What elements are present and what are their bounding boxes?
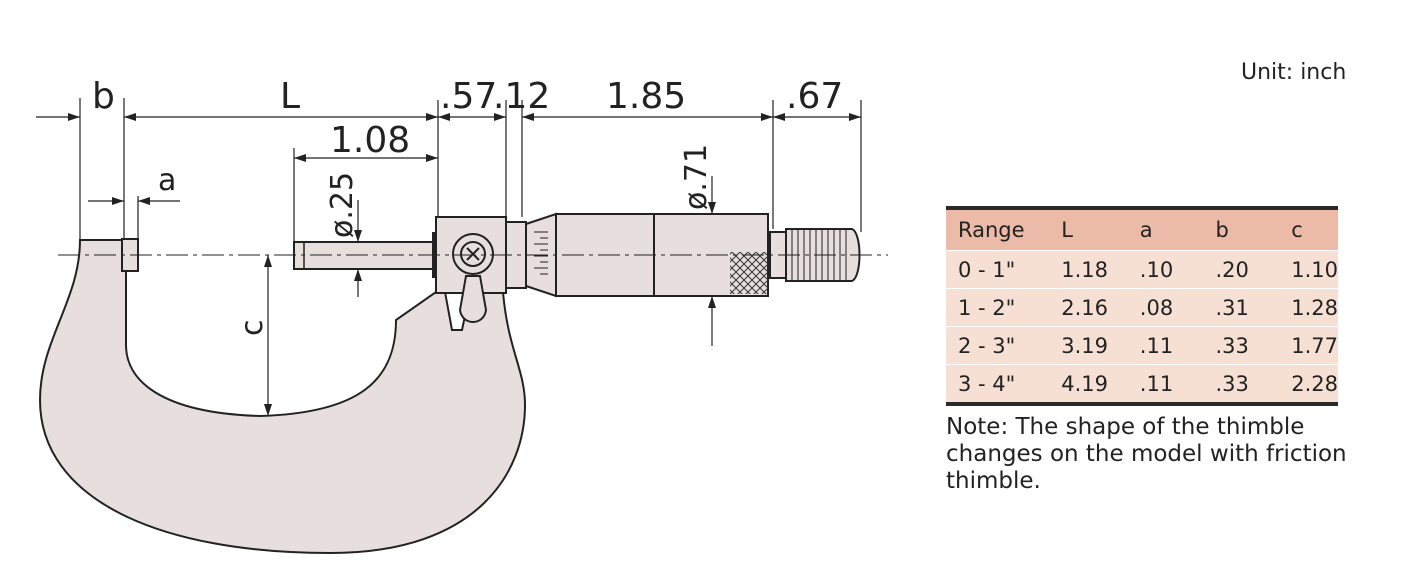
table-row: 1 - 2" 2.16 .08 .31 1.28	[946, 288, 1338, 327]
micrometer-diagram: b L .57 .12 1.85 .67 1.08 a ø.25 ø.71 c	[36, 76, 888, 555]
table-cell: 1.28	[1279, 288, 1338, 327]
table-cell: .20	[1203, 250, 1280, 289]
dim-label-b: b	[92, 76, 115, 117]
column-header: b	[1203, 206, 1280, 251]
table-cell: .11	[1127, 326, 1204, 365]
table-cell: .31	[1203, 288, 1280, 327]
table-cell: .33	[1203, 364, 1280, 406]
table-cell: .08	[1127, 288, 1204, 327]
table-cell: 3 - 4"	[946, 364, 1050, 406]
table-cell: 1 - 2"	[946, 288, 1050, 327]
range-spec-table: Range L a b c 0 - 1" 1.18 .10 .20 1.10 1…	[946, 206, 1338, 406]
unit-label: Unit: inch	[1241, 60, 1347, 85]
table-cell: 1.77	[1279, 326, 1338, 365]
table-header-row: Range L a b c	[946, 206, 1338, 251]
table-cell: .33	[1203, 326, 1280, 365]
table-cell: 2.28	[1279, 364, 1338, 406]
dim-label-108: 1.08	[330, 120, 410, 161]
table-row: 3 - 4" 4.19 .11 .33 2.28	[946, 364, 1338, 406]
lock-lever	[458, 275, 488, 323]
column-header: Range	[946, 206, 1050, 251]
dim-label-185: 1.85	[606, 76, 686, 117]
thimble-knurl	[730, 252, 768, 294]
table-cell: 4.19	[1049, 364, 1128, 406]
dim-label-57: .57	[440, 76, 497, 117]
table-row: 2 - 3" 3.19 .11 .33 1.77	[946, 326, 1338, 365]
table-cell: 1.10	[1279, 250, 1338, 289]
table-cell: 2 - 3"	[946, 326, 1050, 365]
micrometer-frame	[38, 239, 527, 555]
table-cell: 1.18	[1049, 250, 1128, 289]
table-cell: .11	[1127, 364, 1204, 406]
dim-label-67: .67	[786, 76, 843, 117]
dim-label-a: a	[158, 163, 176, 198]
column-header: a	[1127, 206, 1204, 251]
table-cell: .10	[1127, 250, 1204, 289]
dim-label-L: L	[280, 76, 300, 117]
column-header: c	[1279, 206, 1338, 251]
dim-label-12: .12	[493, 76, 550, 117]
table-cell: 2.16	[1049, 288, 1128, 327]
table-cell: 0 - 1"	[946, 250, 1050, 289]
table-cell: 3.19	[1049, 326, 1128, 365]
note-text: Note: The shape of the thimble changes o…	[946, 414, 1347, 494]
table-row: 0 - 1" 1.18 .10 .20 1.10	[946, 250, 1338, 289]
dim-label-dia25: ø.25	[325, 172, 360, 238]
dim-label-c: c	[235, 320, 270, 337]
dim-label-dia71: ø.71	[679, 144, 714, 210]
column-header: L	[1049, 206, 1128, 251]
